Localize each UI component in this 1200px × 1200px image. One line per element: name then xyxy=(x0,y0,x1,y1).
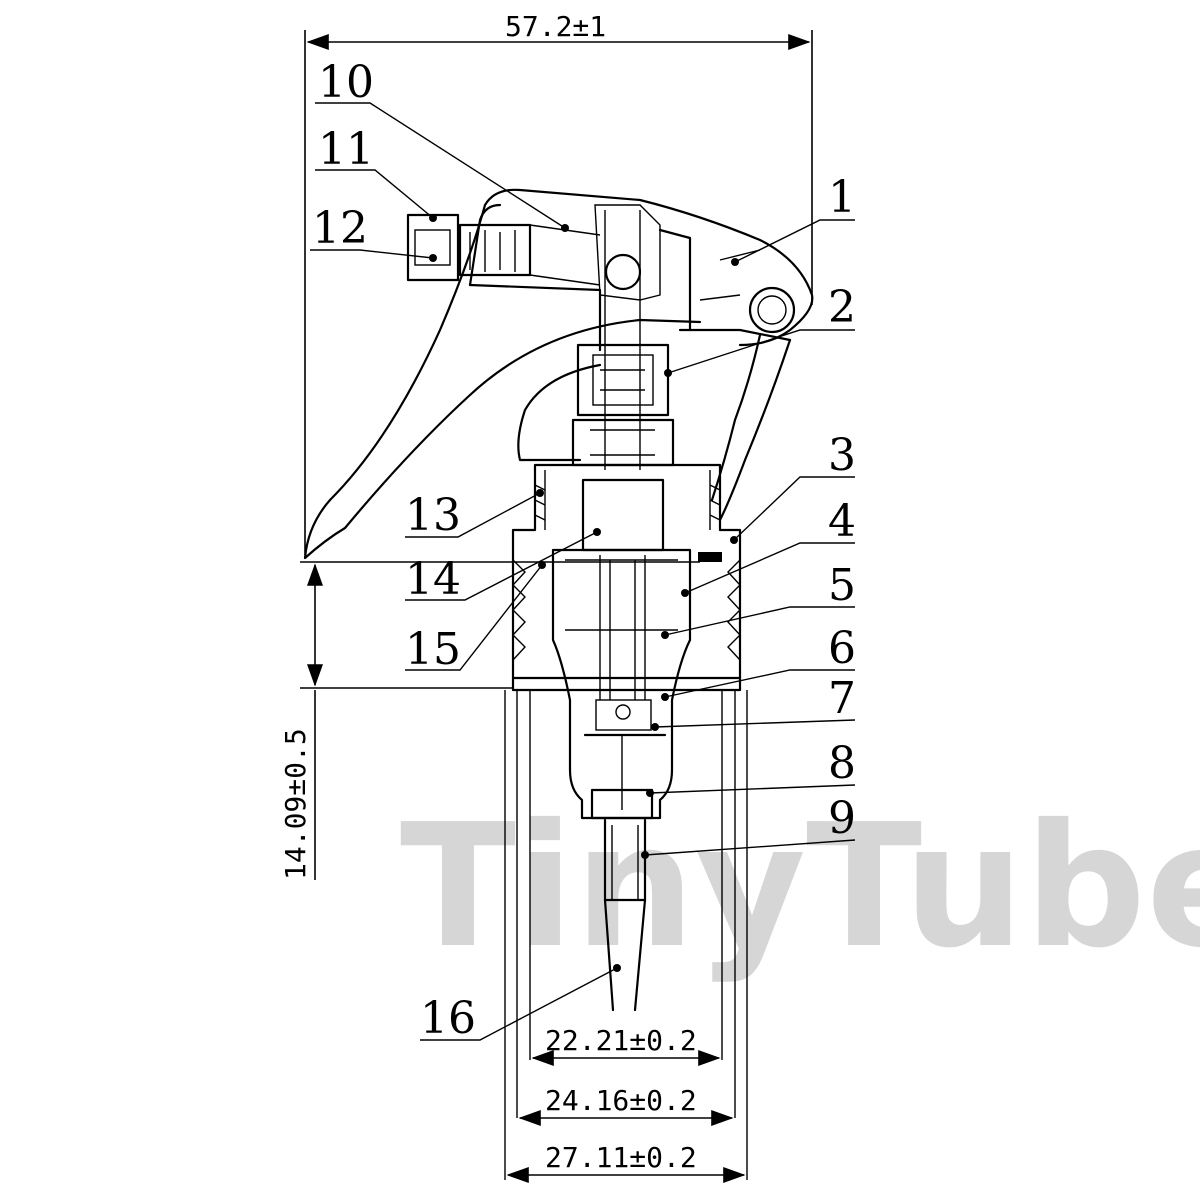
callout-11: 11 xyxy=(318,124,374,175)
trigger-lever xyxy=(303,203,792,560)
callout-13: 13 xyxy=(405,490,461,541)
callout-4: 4 xyxy=(828,496,856,547)
dim-height: 14.09±0.5 xyxy=(279,561,700,880)
bottle-outline xyxy=(504,690,748,1180)
callout-14: 14 xyxy=(405,554,461,605)
callout-15: 15 xyxy=(405,624,461,675)
dim-label-outer: 27.11±0.2 xyxy=(545,1141,697,1174)
dim-label-overall-width: 57.2±1 xyxy=(505,10,606,43)
dim-overall-width: 57.2±1 xyxy=(304,10,813,555)
callout-8: 8 xyxy=(828,738,856,789)
closure-cap xyxy=(511,463,742,692)
dim-label-height: 14.09±0.5 xyxy=(279,728,312,880)
trigger-head xyxy=(406,188,814,470)
piston-column xyxy=(571,343,675,552)
pump-cylinder xyxy=(551,548,692,1012)
dim-label-mid: 24.16±0.2 xyxy=(545,1084,697,1117)
callout-leaders-right xyxy=(641,219,856,859)
watermark: TinyTubes xyxy=(400,788,1200,986)
callout-leaders-left xyxy=(310,102,621,1041)
callout-9: 9 xyxy=(828,793,856,844)
callout-numbers: 1 2 3 4 5 6 7 8 9 10 11 12 13 14 15 16 xyxy=(312,57,856,1044)
callout-2: 2 xyxy=(828,282,856,333)
callout-16: 16 xyxy=(420,993,476,1044)
callout-10: 10 xyxy=(318,57,374,108)
callout-7: 7 xyxy=(828,673,856,724)
callout-6: 6 xyxy=(828,623,856,674)
dim-diameters: 22.21±0.2 24.16±0.2 27.11±0.2 xyxy=(506,1024,746,1183)
dim-label-inner: 22.21±0.2 xyxy=(545,1024,697,1057)
callout-1: 1 xyxy=(828,172,856,223)
callout-5: 5 xyxy=(828,560,856,611)
callout-3: 3 xyxy=(828,430,856,481)
callout-12: 12 xyxy=(312,203,368,254)
